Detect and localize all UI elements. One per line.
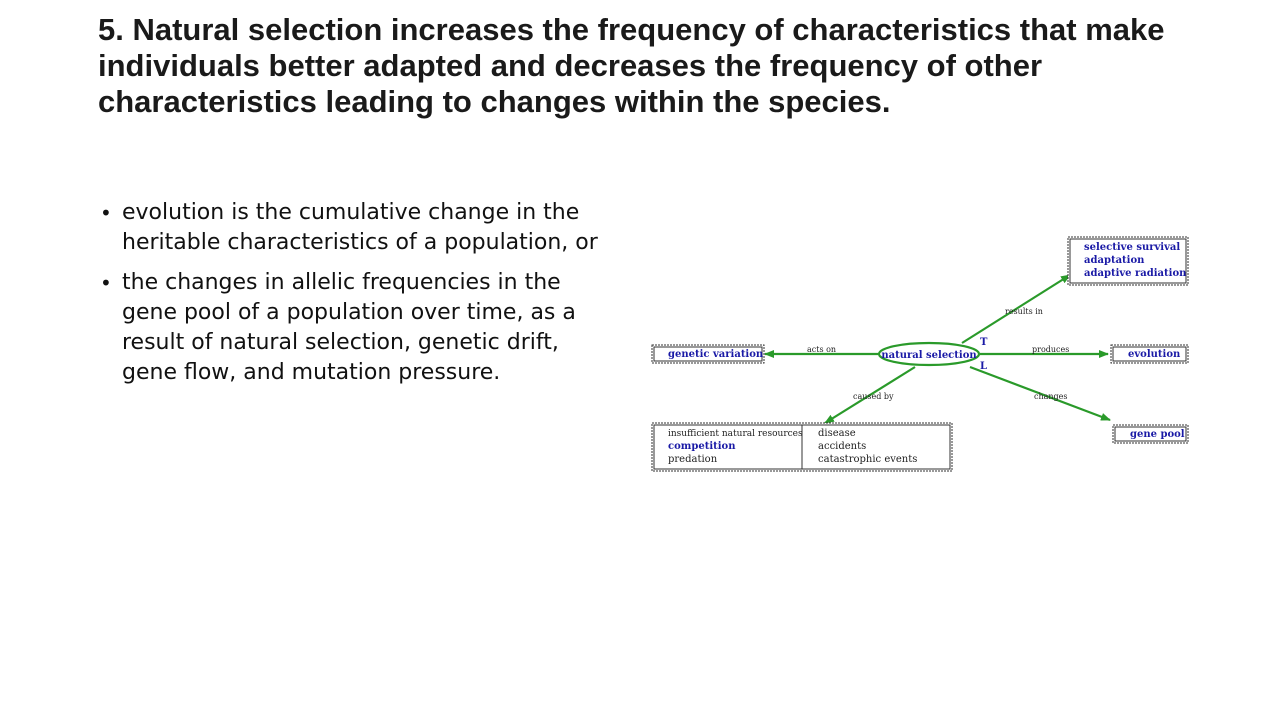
bullet-list: • evolution is the cumulative change in … — [100, 198, 620, 398]
bullet-marker: • — [100, 271, 112, 295]
bullet-item-evolution-definition: • evolution is the cumulative change in … — [100, 198, 620, 258]
node-adaptive-radiation: adaptive radiation — [1084, 268, 1187, 279]
cause-competition: competition — [668, 441, 736, 452]
node-genetic-variation-inner — [653, 346, 763, 362]
node-results-box-inner — [1069, 238, 1187, 284]
link-label-acts-on: acts on — [807, 345, 836, 354]
slide-title: 5. Natural selection increases the frequ… — [98, 12, 1165, 119]
tl-mark-t: T — [980, 337, 988, 348]
center-node-label: natural selection — [881, 350, 977, 361]
cause-catastrophic-events: catastrophic events — [818, 454, 917, 465]
cause-disease: disease — [818, 428, 856, 439]
arrow-results-in — [961, 274, 1071, 344]
arrow-caused-by — [824, 366, 916, 424]
node-genetic-variation-label: genetic variation — [668, 349, 764, 360]
node-genetic-variation — [651, 344, 765, 364]
arrow-changes — [969, 365, 1111, 422]
center-node-natural-selection — [877, 341, 981, 367]
bullet-text: the changes in allelic frequencies in th… — [122, 270, 576, 385]
node-adaptation: adaptation — [1084, 255, 1145, 266]
link-label-changes: changes — [1034, 392, 1068, 401]
cause-predation: predation — [668, 454, 718, 465]
link-label-produces: produces — [1032, 345, 1069, 354]
node-gene-pool — [1112, 424, 1189, 444]
cause-accidents: accidents — [818, 441, 866, 452]
link-label-caused-by: caused by — [853, 392, 894, 401]
bullet-text: evolution is the cumulative change in th… — [122, 200, 598, 255]
node-evolution — [1110, 344, 1189, 364]
cause-insufficient-natural-resources: insufficient natural resources — [668, 429, 803, 439]
node-gene-pool-inner — [1114, 426, 1187, 442]
node-results-box — [1067, 236, 1189, 286]
bullet-item-allelic-frequencies: • the changes in allelic frequencies in … — [100, 268, 620, 388]
link-label-results-in: results in — [1005, 307, 1043, 316]
node-evolution-inner — [1112, 346, 1187, 362]
node-selective-survival: selective survival — [1084, 242, 1180, 253]
bullet-marker: • — [100, 201, 112, 225]
node-evolution-label: evolution — [1128, 349, 1181, 360]
node-gene-pool-label: gene pool — [1130, 429, 1185, 440]
natural-selection-concept-map: acts on results in produces caused by ch… — [651, 236, 1189, 472]
tl-mark-l: L — [980, 361, 987, 372]
